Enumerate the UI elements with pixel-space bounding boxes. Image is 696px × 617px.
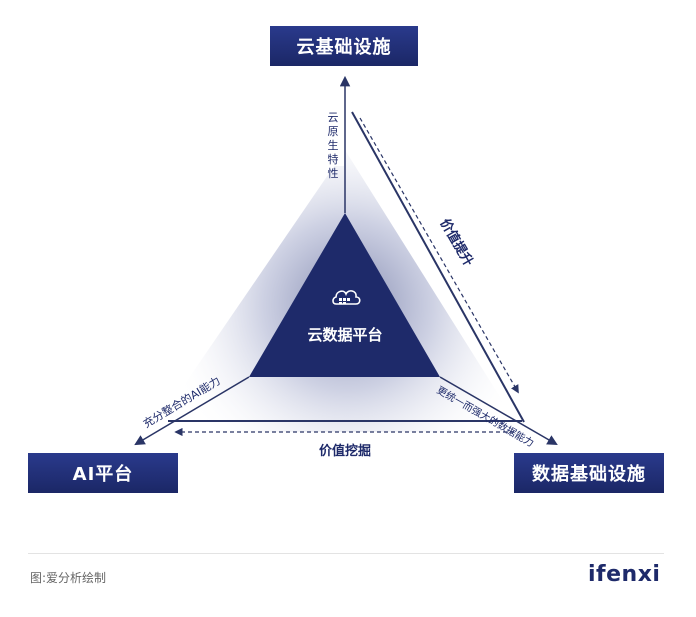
edge-right-lower: [439, 376, 558, 446]
label-value-up: 价值提升: [437, 216, 477, 269]
svg-text:原: 原: [328, 125, 339, 138]
center-label: 云数据平台: [307, 326, 382, 344]
svg-text:特: 特: [328, 152, 339, 166]
node-cloud-infrastructure: 云基础设施: [270, 26, 418, 66]
edge-left: [134, 376, 250, 446]
source-caption: 图:爱分析绘制: [30, 571, 107, 585]
node-data-infrastructure: 数据基础设施: [514, 453, 664, 493]
footer-divider: [28, 553, 664, 554]
svg-text:生: 生: [328, 138, 339, 152]
svg-text:云: 云: [328, 111, 339, 124]
cloud-data-icon: [332, 290, 361, 305]
label-value-mining: 价值挖掘: [319, 443, 371, 459]
ifenxi-logo: ifenxi: [588, 562, 661, 587]
edge-value-up: [359, 117, 519, 394]
label-cloud-native: 云 原 生 特 性: [322, 108, 344, 180]
edge-right-solid: [351, 111, 525, 423]
node-ai-platform: AI平台: [28, 453, 178, 493]
svg-text:性: 性: [328, 166, 339, 180]
center-triangle: [249, 213, 440, 377]
